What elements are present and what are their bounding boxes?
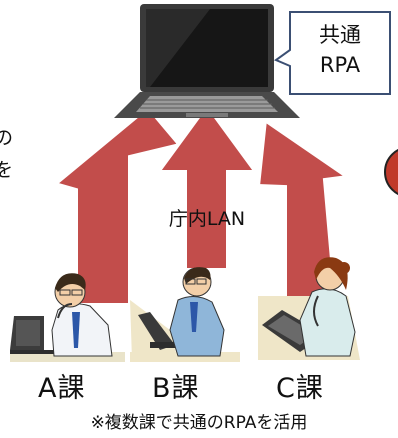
callout-line-1: 共通 <box>319 23 361 47</box>
callout-line-2: RPA <box>319 53 361 77</box>
left-edge-text-1: の <box>0 127 14 149</box>
department-b-label: B課 <box>152 373 200 404</box>
center-arrow-icon <box>154 101 260 272</box>
network-label: 庁内LAN <box>168 208 246 230</box>
department-a-label: A課 <box>38 373 86 404</box>
callout-label: 共通 RPA <box>290 12 390 94</box>
worker-b-icon <box>130 267 240 362</box>
callout-box <box>273 11 391 95</box>
worker-a-icon <box>10 273 125 362</box>
department-c-label: C課 <box>276 373 324 404</box>
laptop-icon <box>114 4 300 118</box>
right-badge-icon <box>384 148 398 196</box>
left-edge-text-2: を <box>0 159 14 181</box>
footnote: ※複数課で共通のRPAを活用 <box>90 413 308 433</box>
worker-c-icon <box>258 257 360 360</box>
